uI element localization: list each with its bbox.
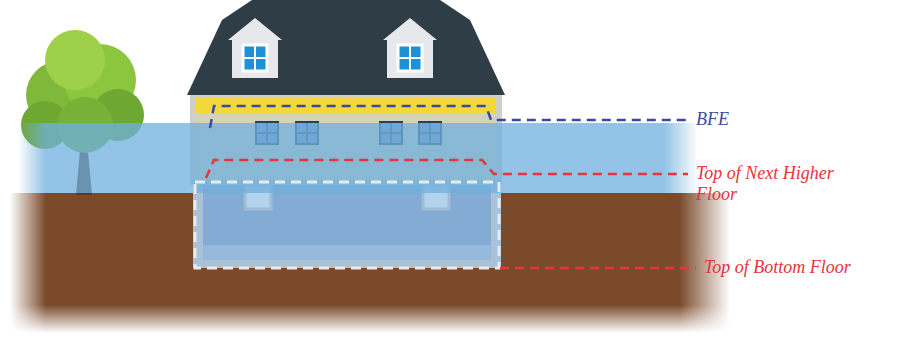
dormer <box>228 18 282 78</box>
next-higher-floor-label: Top of Next Higher Floor <box>696 163 871 205</box>
bfe-line <box>210 106 688 128</box>
bfe-label: BFE <box>696 109 729 130</box>
dormer <box>383 18 437 78</box>
next-higher-floor-line <box>206 160 688 178</box>
bottom-floor-line <box>500 267 696 270</box>
bottom-floor-label: Top of Bottom Floor <box>704 257 851 278</box>
bottom-floor-outline <box>195 182 499 268</box>
basement-wall <box>193 180 501 268</box>
basement-water <box>193 180 501 268</box>
roof <box>187 0 505 95</box>
